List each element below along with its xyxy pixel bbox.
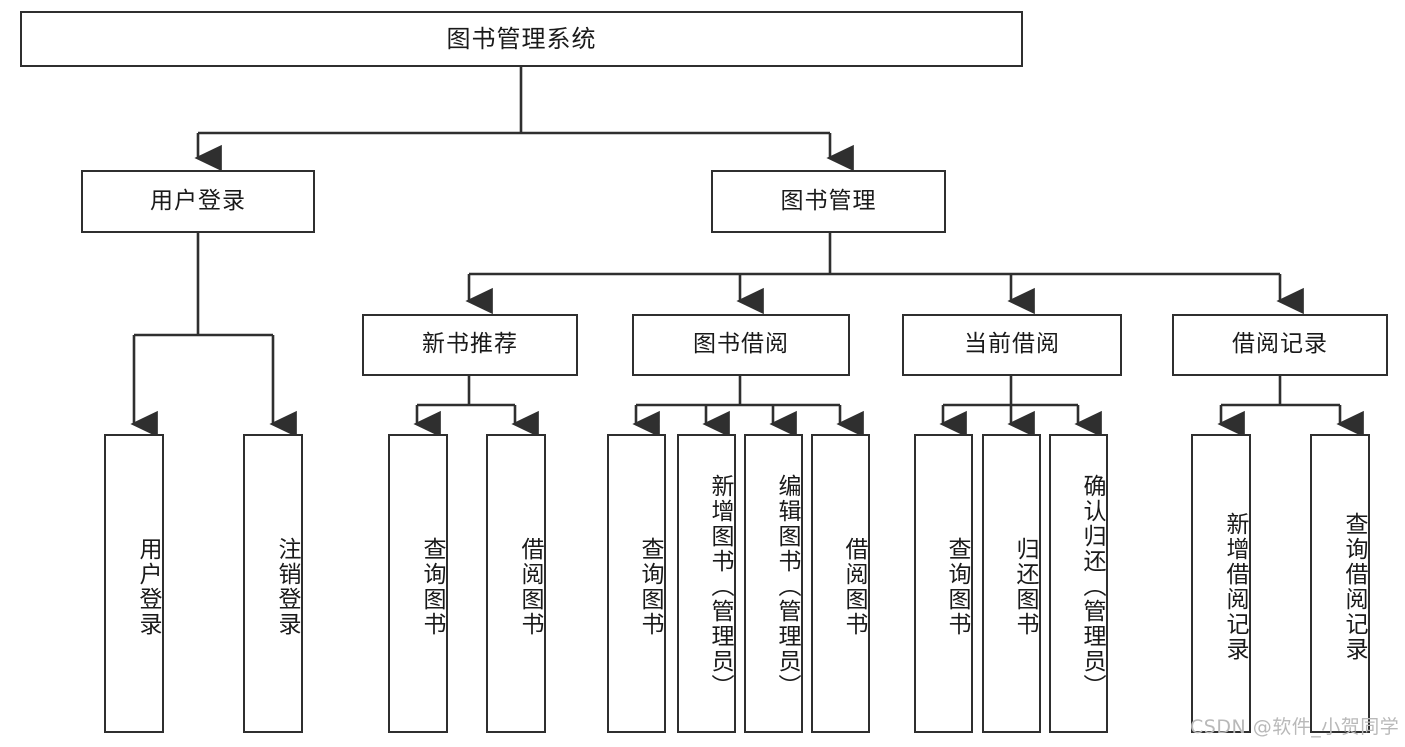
leaf-label: 归还图书 — [1012, 536, 1038, 637]
leaf-label: 新增借阅记录 — [1222, 511, 1248, 662]
leaf-label: 查询图书 — [944, 536, 970, 637]
csdn-watermark: CSDN @软件_小贺同学 — [1190, 716, 1400, 738]
node-user-login[interactable]: 用户登录 — [81, 170, 315, 233]
leaf-new-book-query[interactable]: 查询图书 — [388, 434, 448, 733]
node-current-borrow[interactable]: 当前借阅 — [902, 314, 1122, 376]
leaf-current-query-book[interactable]: 查询图书 — [914, 434, 973, 733]
leaf-current-return-book[interactable]: 归还图书 — [982, 434, 1041, 733]
leaf-borrow-query-book[interactable]: 查询图书 — [607, 434, 666, 733]
leaf-label: 编辑图书（管理员） — [774, 474, 800, 699]
node-root-system[interactable]: 图书管理系统 — [20, 11, 1023, 67]
leaf-label: 借阅图书 — [841, 536, 867, 637]
leaf-label: 注销登录 — [274, 536, 300, 637]
leaf-new-book-borrow[interactable]: 借阅图书 — [486, 434, 546, 733]
node-book-borrow[interactable]: 图书借阅 — [632, 314, 850, 376]
leaf-current-confirm-return[interactable]: 确认归还（管理员） — [1049, 434, 1108, 733]
leaf-label: 查询图书 — [419, 536, 445, 637]
leaf-borrow-edit-book[interactable]: 编辑图书（管理员） — [744, 434, 803, 733]
leaf-user-login-logout[interactable]: 注销登录 — [243, 434, 303, 733]
node-borrow-record[interactable]: 借阅记录 — [1172, 314, 1388, 376]
leaf-label: 查询借阅记录 — [1341, 511, 1367, 662]
leaf-borrow-add-book[interactable]: 新增图书（管理员） — [677, 434, 736, 733]
leaf-label: 确认归还（管理员） — [1079, 474, 1105, 699]
leaf-user-login-login[interactable]: 用户登录 — [104, 434, 164, 733]
leaf-label: 新增图书（管理员） — [707, 474, 733, 699]
node-new-book-recommend[interactable]: 新书推荐 — [362, 314, 578, 376]
leaf-label: 借阅图书 — [517, 536, 543, 637]
leaf-borrow-borrow-book[interactable]: 借阅图书 — [811, 434, 870, 733]
leaf-record-add[interactable]: 新增借阅记录 — [1191, 434, 1251, 733]
leaf-label: 用户登录 — [135, 536, 161, 637]
leaf-label: 查询图书 — [637, 536, 663, 637]
node-book-management[interactable]: 图书管理 — [711, 170, 946, 233]
leaf-record-query[interactable]: 查询借阅记录 — [1310, 434, 1370, 733]
